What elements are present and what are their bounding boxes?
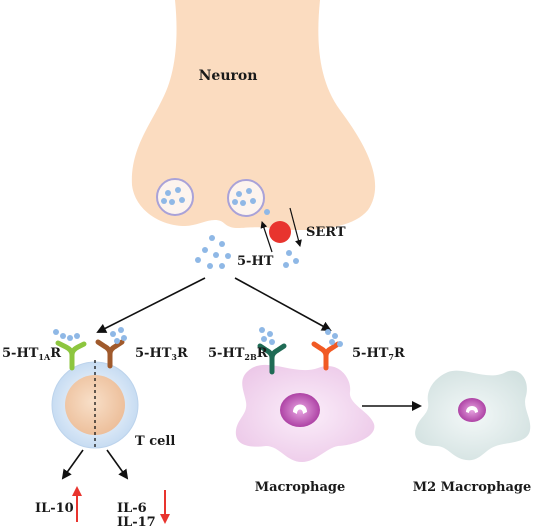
serotonin-label: 5-HT	[237, 254, 274, 269]
macrophage	[235, 364, 375, 462]
il6-label: IL-6	[117, 501, 147, 516]
receptor-5ht1a-label: 5-HT1AR	[2, 346, 61, 362]
arrow-to-il6	[106, 449, 129, 480]
il17-label: IL-17	[117, 515, 156, 530]
receptor-5ht7	[311, 329, 343, 371]
macrophage-label: Macrophage	[255, 480, 346, 495]
receptor-5ht3	[95, 327, 127, 369]
receptor-5ht1a	[53, 329, 87, 371]
sert-transporter	[260, 207, 302, 253]
synapse-notch	[195, 220, 232, 232]
released-serotonin	[195, 235, 299, 269]
arrow-to-il10	[61, 449, 84, 480]
sert-label: SERT	[306, 225, 346, 240]
m2-macrophage	[415, 370, 531, 461]
vesicle-right	[227, 179, 265, 217]
neuron-label: Neuron	[199, 68, 258, 84]
m2-macrophage-label: M2 Macrophage	[413, 480, 532, 495]
arrow-to-macrophage	[234, 277, 332, 331]
il10-label: IL-10	[35, 501, 74, 516]
receptor-5ht2b	[257, 327, 287, 375]
vesicle-left	[156, 178, 194, 216]
receptor-5ht3-label: 5-HT3R	[135, 346, 188, 362]
t-cell-label: T cell	[135, 434, 175, 449]
receptor-5ht2b-label: 5-HT2BR	[208, 346, 268, 362]
neuron-shape	[131, 0, 376, 231]
receptor-5ht7-label: 5-HT7R	[352, 346, 405, 362]
arrow-to-tcell	[96, 277, 206, 333]
t-cell	[51, 360, 139, 450]
